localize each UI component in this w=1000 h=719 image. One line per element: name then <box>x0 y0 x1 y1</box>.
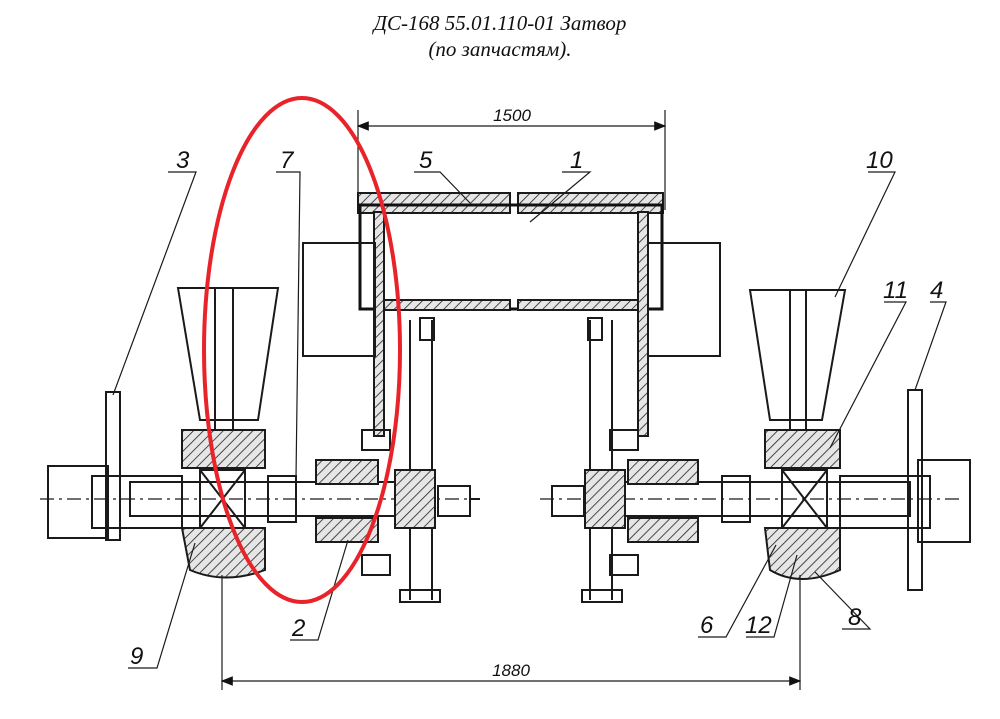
dimension-top: 1500 <box>356 106 667 210</box>
highlight-ellipse <box>202 96 402 604</box>
left-assembly <box>40 287 480 579</box>
title-block: ДС-168 55.01.110-01 Затвор (по запчастям… <box>0 10 1000 62</box>
dimension-bottom: 1880 <box>220 575 802 690</box>
right-assembly <box>540 289 971 591</box>
label-part-8: 8 <box>848 604 862 631</box>
drawing-title: ДС-168 55.01.110-01 Затвор <box>373 11 627 35</box>
drawing-subtitle: (по запчастям). <box>428 37 572 61</box>
label-part-5: 5 <box>419 147 433 174</box>
label-part-4: 4 <box>930 277 943 304</box>
label-part-1: 1 <box>570 147 583 174</box>
dimension-bottom-label: 1880 <box>492 661 530 680</box>
label-part-9: 9 <box>130 643 143 670</box>
dimension-top-label: 1500 <box>493 106 531 125</box>
label-part-10: 10 <box>866 147 893 174</box>
label-part-11: 11 <box>883 277 908 304</box>
leader-lines <box>112 171 947 669</box>
label-part-3: 3 <box>176 147 190 174</box>
label-part-2: 2 <box>291 615 305 642</box>
right-side-block <box>647 242 721 357</box>
label-part-12: 12 <box>745 612 772 639</box>
label-part-7: 7 <box>280 147 295 174</box>
left-side-block <box>302 242 376 357</box>
central-frame <box>357 192 664 603</box>
label-part-6: 6 <box>700 612 714 639</box>
